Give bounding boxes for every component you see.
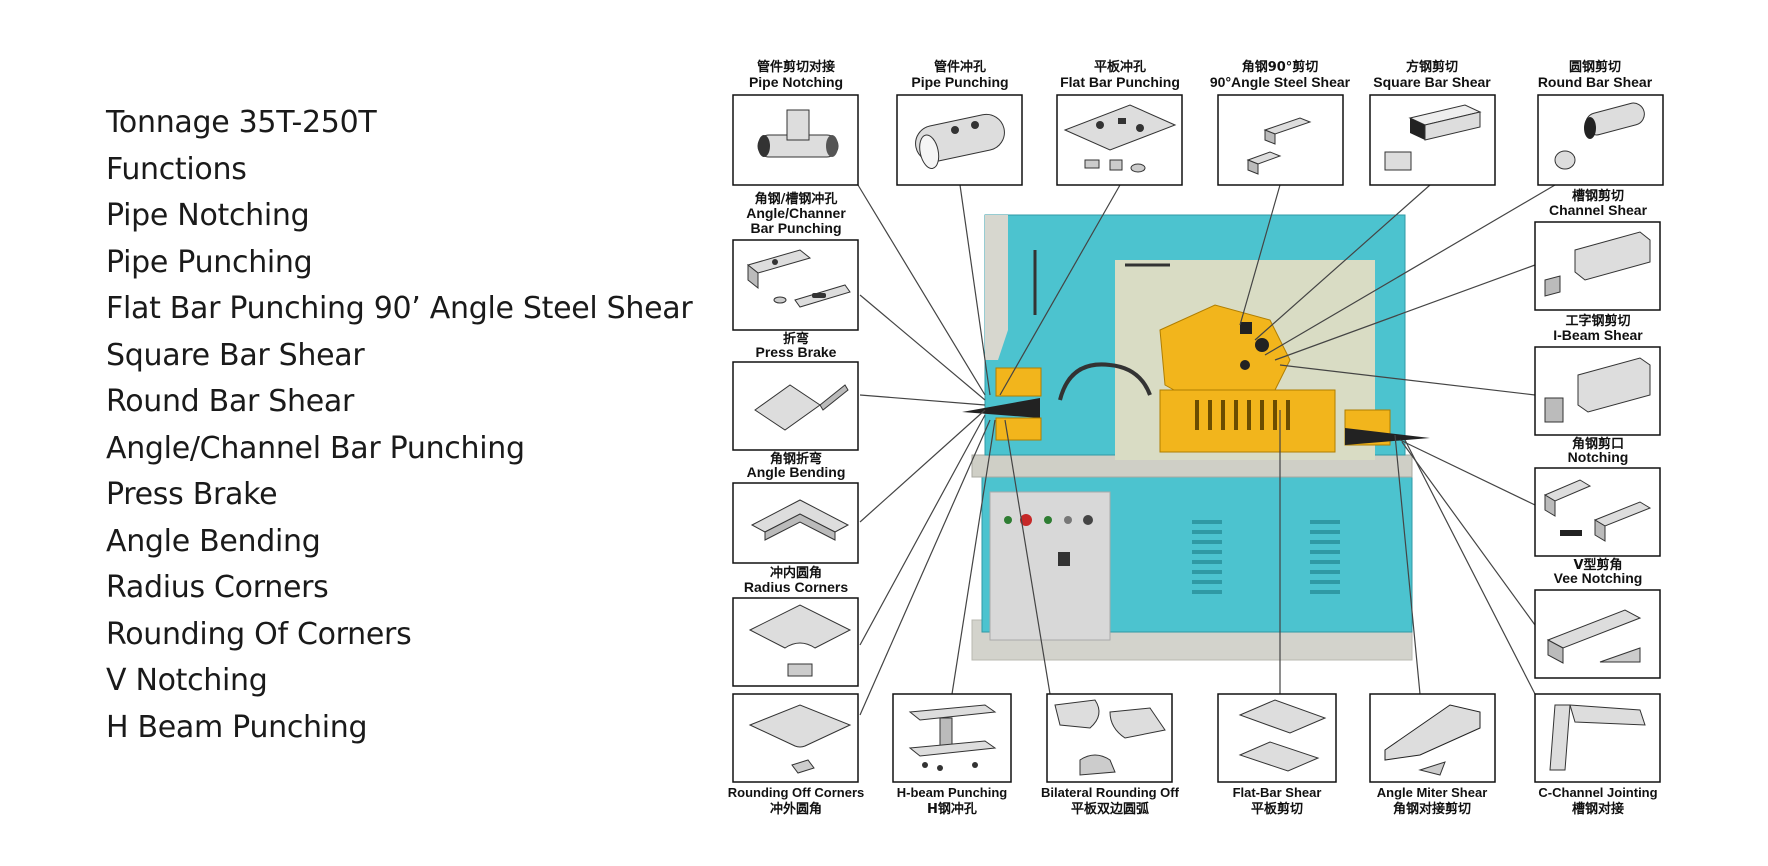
square-bar-icon (1384, 104, 1482, 171)
label-cn: 角钢对接剪切 (1393, 801, 1471, 817)
callout-flat-bar-shear: Flat-Bar Shear 平板剪切 (1217, 693, 1337, 817)
label-en: Angle Miter Shear (1377, 785, 1488, 800)
outer-radius-icon (748, 704, 852, 774)
label-cn: 方钢剪切 (1406, 59, 1458, 75)
feature-functions: Functions (106, 151, 247, 187)
label-en: Press Brake (756, 344, 837, 360)
label-en: Round Bar Shear (1538, 74, 1653, 90)
callout-c-channel-jointing: C-Channel Jointing 槽钢对接 (1534, 693, 1661, 817)
label-cn: 冲外圆角 (770, 801, 822, 817)
callout-pipe-punching: 管件冲孔 Pipe Punching (896, 59, 1023, 186)
bent-plate-icon (754, 384, 849, 431)
feature-rounding-of-corners: Rounding Of Corners (106, 616, 412, 652)
callout-square-bar-shear: 方钢剪切 Square Bar Shear (1369, 59, 1496, 186)
label-en: 90°Angle Steel Shear (1210, 74, 1351, 90)
pipe-holes-icon (915, 113, 1005, 169)
miter-angle-icon (1384, 704, 1481, 776)
feature-v-notching: V Notching (106, 663, 268, 698)
pipe-tee-icon (757, 109, 839, 158)
label-en: Notching (1568, 449, 1629, 465)
label-cn: 槽钢对接 (1572, 801, 1624, 817)
feature-angle-channel-punching: Angle/Channel Bar Punching (106, 430, 525, 466)
label-en: Pipe Notching (749, 74, 843, 90)
label-en-2: Bar Punching (750, 220, 841, 236)
label-cn: 冲内圆角 (770, 565, 822, 581)
label-cn: 圆钢剪切 (1569, 59, 1621, 75)
callout-angle-miter-shear: Angle Miter Shear 角钢对接剪切 (1369, 693, 1496, 817)
callout-bilateral-rounding-off: Bilateral Rounding Off 平板双边圆弧 (1041, 693, 1180, 817)
callout-i-beam-shear: 工字钢剪切 I-Beam Shear (1534, 313, 1661, 436)
label-en: H-beam Punching (897, 785, 1008, 800)
label-en: Pipe Punching (911, 74, 1008, 90)
callout-angle-bending: 角钢折弯 Angle Bending (732, 451, 859, 564)
inner-radius-icon (748, 604, 852, 677)
callout-notching: 角钢剪口 Notching (1534, 436, 1661, 557)
angle-bend-icon (750, 499, 850, 541)
label-en: Radius Corners (744, 579, 848, 595)
angle-steel-icon (1246, 117, 1312, 175)
label-cn: 平板冲孔 (1094, 59, 1146, 75)
feature-square-bar-shear: Square Bar Shear (106, 337, 365, 373)
callout-pipe-notching: 管件剪切对接 Pipe Notching (732, 59, 859, 186)
channel-joint-icon (1549, 704, 1646, 771)
label-cn: 角钢90°剪切 (1242, 59, 1319, 75)
label-en: Bilateral Rounding Off (1041, 785, 1180, 800)
callout-h-beam-punching: H-beam Punching H钢冲孔 (892, 693, 1012, 817)
feature-angle-bending: Angle Bending (106, 523, 321, 559)
label-cn: 折弯 (783, 331, 809, 347)
label-en: Flat-Bar Shear (1233, 785, 1322, 800)
label-en: Channel Shear (1549, 202, 1648, 218)
label-en: Square Bar Shear (1373, 74, 1491, 90)
label-cn: 管件剪切对接 (757, 59, 835, 75)
callout-press-brake: 折弯 Press Brake (732, 331, 859, 451)
feature-press-brake: Press Brake (106, 477, 278, 512)
flat-bar-cut-icon (1238, 699, 1327, 772)
feature-h-beam-punching: H Beam Punching (106, 709, 368, 745)
label-cn: 角钢折弯 (770, 451, 822, 467)
label-en: C-Channel Jointing (1538, 785, 1657, 800)
callout-angle-steel-shear: 角钢90°剪切 90°Angle Steel Shear (1210, 59, 1351, 186)
label-en: I-Beam Shear (1553, 327, 1643, 343)
label-cn: 平板双边圆弧 (1071, 801, 1149, 817)
i-beam-icon (1544, 357, 1651, 423)
callout-radius-corners: 冲内圆角 Radius Corners (732, 565, 859, 687)
channel-holes-icon (746, 249, 851, 308)
callout-channel-shear: 槽钢剪切 Channel Shear (1534, 188, 1661, 311)
notched-angle-icon (1543, 479, 1652, 542)
label-en: Flat Bar Punching (1060, 74, 1180, 90)
vee-notch-icon (1546, 609, 1642, 664)
label-cn: 角钢剪口 (1572, 436, 1624, 452)
round-bar-icon (1554, 102, 1645, 170)
label-cn: 平板剪切 (1251, 801, 1303, 817)
callout-lines (857, 184, 1556, 716)
flat-plate-holes-icon (1063, 104, 1177, 173)
callout-rounding-off-corners: Rounding Off Corners 冲外圆角 (728, 693, 865, 817)
label-cn: 管件冲孔 (934, 59, 986, 75)
callout-angle-channel-punching: 角钢/槽钢冲孔 Angle/Channer Bar Punching (732, 191, 859, 331)
label-en: Angle Bending (747, 464, 846, 480)
callout-flat-bar-punching: 平板冲孔 Flat Bar Punching (1056, 59, 1183, 186)
label-en: Rounding Off Corners (728, 785, 865, 800)
label-cn: 槽钢剪切 (1572, 188, 1624, 204)
feature-round-bar-shear: Round Bar Shear (106, 384, 355, 419)
feature-list: Tonnage 35T-250T Functions Pipe Notching… (106, 100, 693, 751)
label-cn: 工字钢剪切 (1565, 313, 1630, 329)
feature-tonnage: Tonnage 35T-250T (106, 105, 377, 140)
feature-pipe-notching: Pipe Notching (106, 198, 310, 233)
label-en: Vee Notching (1554, 570, 1643, 586)
feature-radius-corners: Radius Corners (106, 570, 329, 605)
bilateral-arc-icon (1054, 699, 1166, 776)
feature-pipe-punching: Pipe Punching (106, 244, 313, 280)
h-beam-icon (908, 704, 997, 771)
feature-flat-bar-punching: Flat Bar Punching 90’ Angle Steel Shear (106, 291, 693, 326)
channel-icon (1544, 231, 1651, 297)
callout-round-bar-shear: 圆钢剪切 Round Bar Shear (1537, 59, 1664, 186)
label-en-1: Angle/Channer (746, 205, 846, 221)
callout-vee-notching: V型剪角 Vee Notching (1534, 557, 1661, 679)
ironworker-diagram: 管件剪切对接 Pipe Notching 管件冲孔 Pipe Punching … (728, 59, 1664, 817)
label-cn: H钢冲孔 (927, 801, 977, 817)
label-cn: 角钢/槽钢冲孔 (755, 191, 838, 207)
ironworker-machine (962, 214, 1430, 661)
label-cn: V型剪角 (1573, 557, 1622, 573)
